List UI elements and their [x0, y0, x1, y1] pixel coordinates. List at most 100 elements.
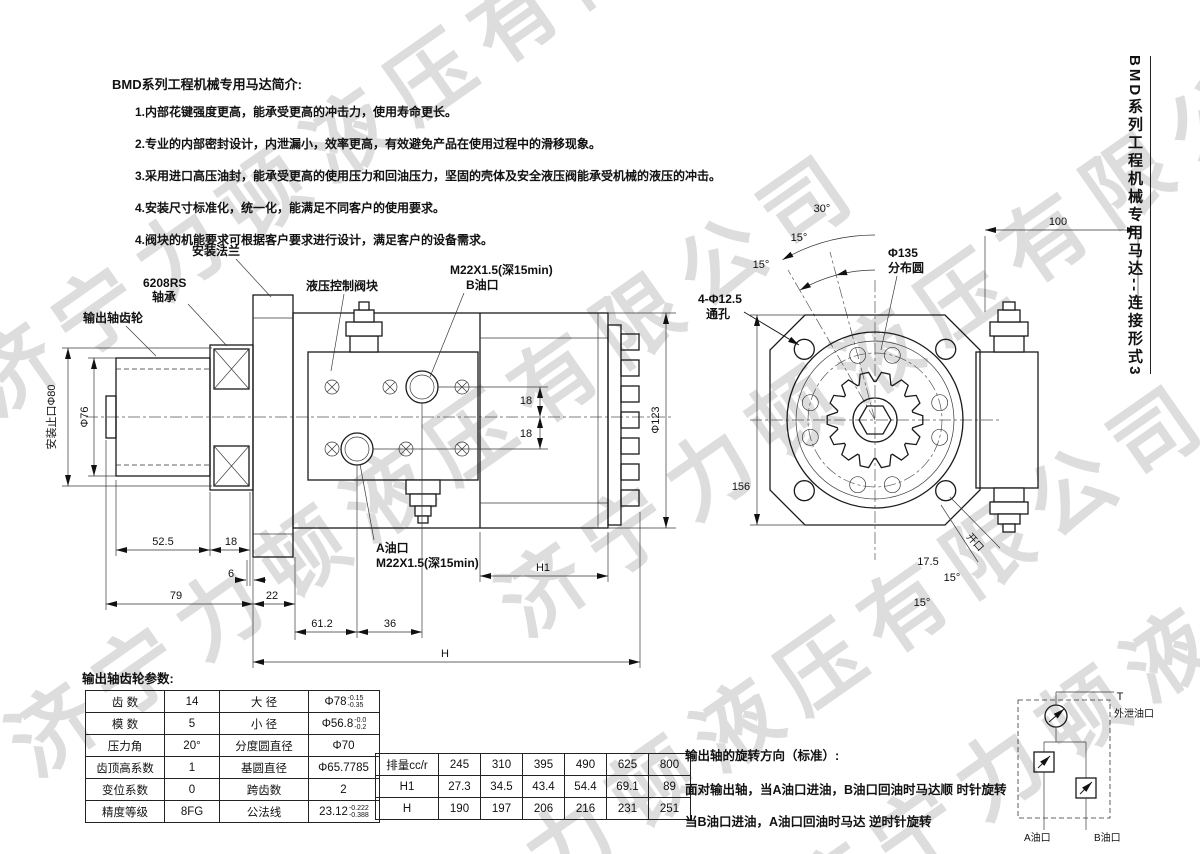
dim-79: 79: [170, 590, 182, 602]
cell-value: Φ65.7785: [308, 756, 380, 779]
table-row: H 190 197 206 216 231 251: [375, 797, 691, 820]
mounting-through-holes: [793, 338, 957, 502]
cell-value: 190: [438, 797, 481, 820]
cell-label: 公法线: [219, 800, 309, 823]
cell-value: 69.1: [606, 775, 649, 798]
cell-header: 245: [438, 753, 481, 776]
dim-61-2: 61.2: [311, 618, 332, 630]
side-view-labels: 安装法兰 6208RS 轴承 输出轴齿轮 液压控制阀块 M22X1.5(深15m…: [83, 243, 553, 570]
dim-100: 100: [1049, 216, 1067, 228]
table-row: 变位系数 0 跨齿数 2: [85, 778, 380, 801]
cell-label: 基圆直径: [219, 756, 309, 779]
housing-circle: [786, 331, 964, 509]
table-row: 齿 数 14 大 径 Φ78-0.15-0.35: [85, 690, 380, 713]
table-row: 齿顶高系数 1 基圆直径 Φ65.7785: [85, 756, 380, 779]
gear-teeth: [826, 371, 924, 469]
cell-label: 齿顶高系数: [85, 756, 165, 779]
dim-6: 6: [228, 568, 234, 580]
table-row: 精度等级 8FG 公法线 23.12-0.222-0.388: [85, 800, 380, 823]
hydraulic-schematic: T 外泄油口 A油口 B油口: [1017, 691, 1154, 844]
cell-value: 216: [564, 797, 607, 820]
label-drain-port: 外泄油口: [1114, 707, 1154, 720]
table-row: 模 数 5 小 径 Φ56.8-0.0-0.2: [85, 712, 380, 735]
dim-22: 22: [266, 590, 278, 602]
cell-label: 小 径: [219, 712, 309, 735]
cell-value: 34.5: [480, 775, 523, 798]
displacement-table: 排量cc/r 245 310 395 490 625 800 H1 27.3 3…: [375, 753, 691, 820]
side-view: [86, 294, 674, 558]
intro-point: 4.阀块的机能要求可根据客户要求进行设计，满足客户的设备需求。: [135, 233, 494, 247]
front-view: [750, 251, 1039, 560]
cell-label: 压力角: [85, 734, 165, 757]
cell-value: 1: [164, 756, 220, 779]
dim-angle-15d: 15°: [914, 597, 931, 609]
a-port-circle: [340, 432, 374, 466]
gear-table-title: 输出轴齿轮参数:: [82, 672, 174, 686]
cell-label: 大 径: [219, 690, 309, 713]
cell-value: 0: [164, 778, 220, 801]
intro-point: 3.采用进口高压油封，能承受更高的使用压力和回油压力，坚固的壳体及安全液压阀能承…: [135, 169, 722, 183]
intro-title: BMD系列工程机械专用马达简介:: [112, 77, 302, 92]
cell-value: 54.4: [564, 775, 607, 798]
cell-header: 800: [648, 753, 691, 776]
dim-156: 156: [732, 481, 750, 493]
cell-value: H1: [375, 775, 439, 798]
cell-value: 8FG: [164, 800, 220, 823]
schematic-boundary: [1017, 699, 1111, 819]
dim-angle-30: 30°: [814, 203, 831, 215]
front-view-dimensions: 100 30° 15° 15° Φ135 分布圆 4-Φ12.5 通孔 156 …: [698, 203, 1139, 609]
rotation-line: 当B油口进油，A油口回油时马达 逆时针旋转: [685, 815, 932, 829]
dim-17-5: 17.5: [917, 556, 938, 568]
cell-header: 排量cc/r: [375, 753, 439, 776]
cell-header: 490: [564, 753, 607, 776]
intro-point: 1.内部花键强度更高，能承受更高的冲击力，使用寿命更长。: [135, 105, 458, 119]
center-hexagon: [858, 405, 892, 435]
dim-port-18-top: 18: [520, 395, 532, 407]
shaft-bore: [852, 397, 898, 443]
cell-value: 5: [164, 712, 220, 735]
intro-point: 4.安装尺寸标准化，统一化，能满足不同客户的使用要求。: [135, 201, 446, 215]
label-mounting-flange: 安装法兰: [192, 243, 240, 258]
label-bearing-model: 6208RS: [143, 276, 186, 290]
cell-value: Φ56.8-0.0-0.2: [308, 712, 380, 735]
dim-port-18-bottom: 18: [520, 428, 532, 440]
b-port-circle: [405, 370, 439, 404]
label-b-port-thread: M22X1.5(深15min): [450, 262, 553, 277]
cell-header: 625: [606, 753, 649, 776]
front-bottom-fitting: [993, 487, 1025, 503]
cell-value: 89: [648, 775, 691, 798]
cell-label: 模 数: [85, 712, 165, 735]
intro-section: BMD系列工程机械专用马达简介: 1.内部花键强度更高，能承受更高的冲击力，使用…: [112, 74, 721, 263]
cell-value: 2: [308, 778, 380, 801]
label-opening: 开口: [964, 532, 986, 554]
dim-spigot-phi80: 安装止口Φ80: [44, 384, 58, 449]
table-row: 排量cc/r 245 310 395 490 625 800: [375, 753, 691, 776]
label-bolt-circle: 分布圆: [888, 260, 924, 275]
cell-value: 231: [606, 797, 649, 820]
dim-angle-15a: 15°: [791, 232, 808, 244]
cell-value: 206: [522, 797, 565, 820]
cover-screw-holes: [801, 346, 949, 494]
front-top-fitting: [993, 335, 1025, 353]
bolt-circle: [807, 352, 943, 488]
gear-parameters-table: 齿 数 14 大 径 Φ78-0.15-0.35 模 数 5 小 径 Φ56.8…: [85, 690, 380, 823]
rear-cover: [607, 324, 622, 526]
rotation-direction-note: 输出轴的旋转方向（标准）: 面对输出轴，当A油口进油，B油口回油时马达顺 时针旋…: [685, 745, 1007, 843]
dim-18: 18: [225, 536, 237, 548]
flange-octagon: [769, 314, 981, 526]
dim-angle-15b: 15°: [753, 259, 770, 271]
label-bearing: 轴承: [152, 289, 176, 304]
cell-value: 20°: [164, 734, 220, 757]
dim-phi123: Φ123: [650, 406, 662, 433]
label-a-port-schematic: A油口: [1024, 831, 1051, 844]
bottom-fitting: [405, 479, 441, 495]
bearing-top: [213, 348, 250, 390]
cell-value: 251: [648, 797, 691, 820]
label-a-port-thread: M22X1.5(深15min): [376, 555, 479, 570]
side-view-dimensions: 18 18 Φ76 安装止口Φ80 Φ123 52.5 18: [44, 312, 676, 668]
dim-phi76: Φ76: [79, 406, 91, 427]
cell-value: 43.4: [522, 775, 565, 798]
label-valve-block: 液压控制阀块: [306, 278, 379, 293]
